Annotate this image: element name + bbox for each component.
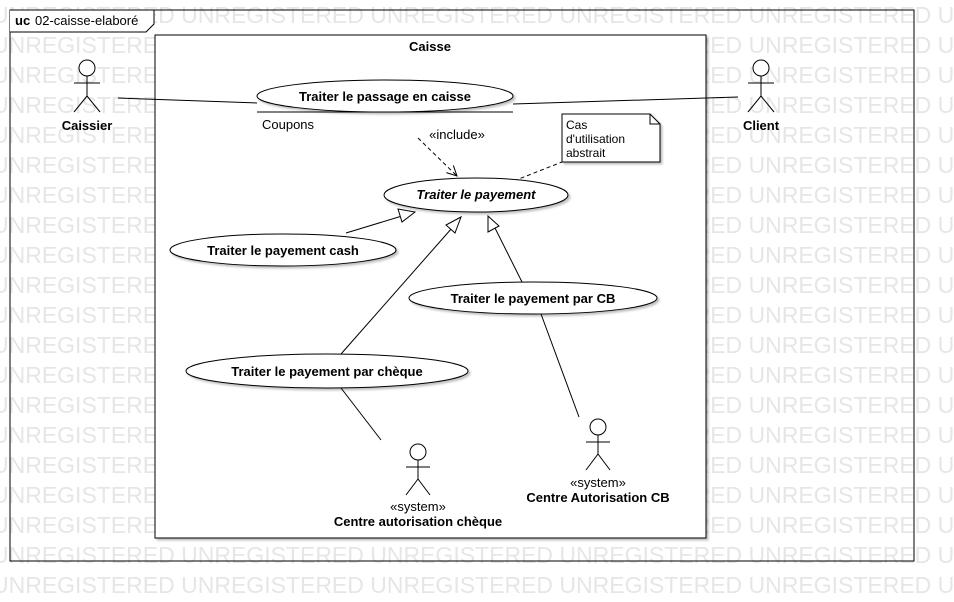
note-line-3: abstrait xyxy=(566,146,606,160)
gen-cb-line xyxy=(494,227,523,283)
use-case-cb-label: Traiter le payement par CB xyxy=(451,291,616,306)
use-case-passage[interactable]: Traiter le passage en caisse Coupons xyxy=(256,79,514,132)
gen-cash-line xyxy=(345,215,403,234)
frame-kind: uc xyxy=(15,13,30,28)
include-dependency: «include» xyxy=(417,127,485,176)
use-case-cheque-label: Traiter le payement par chèque xyxy=(231,364,422,379)
actor-cheque-center[interactable]: «system» Centre autorisation chèque xyxy=(334,443,502,529)
actor-cb-center-figure[interactable] xyxy=(585,418,611,471)
actor-cheque-center-figure[interactable] xyxy=(405,443,431,496)
note-body xyxy=(561,113,661,163)
actor-cb-center-stereotype: «system» xyxy=(570,475,626,490)
frame-name: 02-caisse-elaboré xyxy=(35,13,138,28)
watermark-text: UNREGISTERED UNREGISTERED UNREGISTERED U… xyxy=(0,2,954,28)
use-case-cash[interactable]: Traiter le payement cash xyxy=(169,233,397,267)
use-case-cb-ellipse[interactable] xyxy=(408,281,658,315)
use-case-payement-label: Traiter le payement xyxy=(417,187,537,202)
include-arrow xyxy=(417,137,457,176)
frame-tab xyxy=(10,9,155,33)
actor-caissier-figure[interactable] xyxy=(73,59,101,113)
actor-cb-center[interactable]: «system» Centre Autorisation CB xyxy=(526,418,670,505)
associations xyxy=(117,96,739,441)
watermark-text: UNREGISTERED UNREGISTERED UNREGISTERED U… xyxy=(0,572,954,598)
use-case-cash-ellipse[interactable] xyxy=(169,233,397,267)
assoc-cb-center xyxy=(540,313,580,418)
use-case-cheque-ellipse[interactable] xyxy=(185,353,469,389)
actor-cheque-center-name: Centre autorisation chèque xyxy=(334,514,502,529)
assoc-caissier-passage xyxy=(117,97,258,104)
generalizations xyxy=(340,208,523,355)
frame: uc 02-caisse-elaboré xyxy=(9,9,915,562)
use-case-payement[interactable]: Traiter le payement xyxy=(383,177,569,213)
gen-cash-head xyxy=(397,208,417,223)
gen-cheque-line xyxy=(340,227,453,355)
actor-caissier[interactable]: Caissier xyxy=(62,59,113,133)
use-case-passage-label: Traiter le passage en caisse xyxy=(299,89,471,104)
actor-caissier-name: Caissier xyxy=(62,118,113,133)
system-name: Caisse xyxy=(409,39,451,54)
note-fold xyxy=(649,114,660,125)
assoc-client-passage xyxy=(512,96,739,105)
gen-cheque-head xyxy=(445,215,462,234)
assoc-cheque-center xyxy=(340,387,382,441)
watermark-text: UNREGISTERED UNREGISTERED UNREGISTERED U… xyxy=(0,542,954,568)
note-line-2: d'utilisation xyxy=(566,132,625,146)
extension-point-label: Coupons xyxy=(262,117,315,132)
note-line-1: Cas xyxy=(566,118,587,132)
actor-client-figure[interactable] xyxy=(747,59,775,113)
actor-cb-center-name: Centre Autorisation CB xyxy=(526,490,669,505)
use-case-cb[interactable]: Traiter le payement par CB xyxy=(408,281,658,315)
frame-border xyxy=(9,9,915,562)
actor-client[interactable]: Client xyxy=(743,59,780,133)
gen-cb-head xyxy=(487,214,500,233)
use-case-payement-ellipse[interactable] xyxy=(383,177,569,213)
actor-client-name: Client xyxy=(743,118,780,133)
use-case-cheque[interactable]: Traiter le payement par chèque xyxy=(185,353,469,389)
actor-cheque-center-stereotype: «system» xyxy=(390,499,446,514)
include-label: «include» xyxy=(429,127,485,142)
use-case-cash-label: Traiter le payement cash xyxy=(207,243,359,258)
